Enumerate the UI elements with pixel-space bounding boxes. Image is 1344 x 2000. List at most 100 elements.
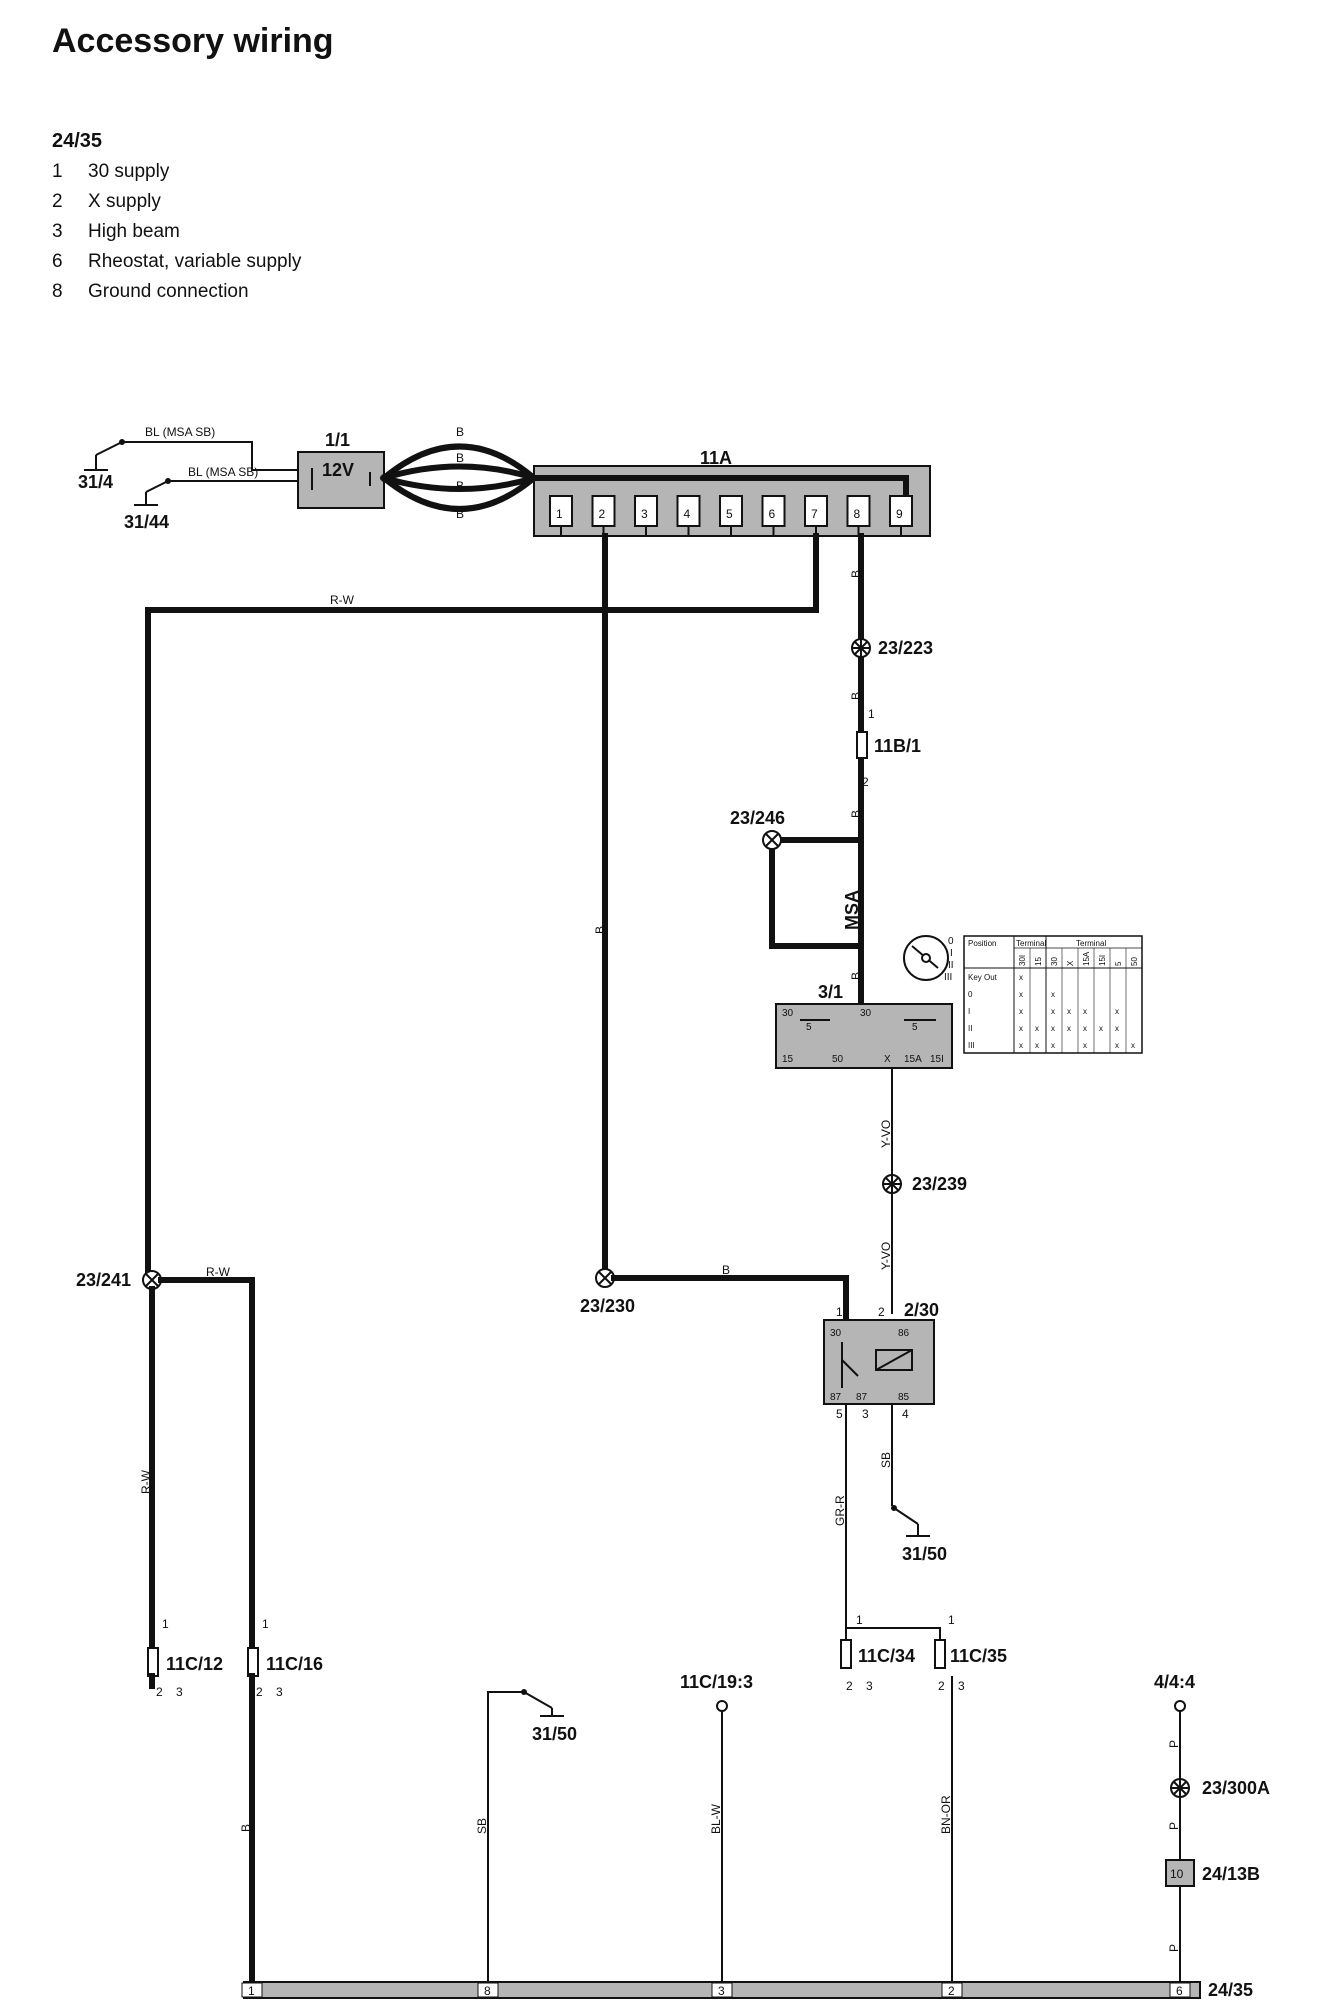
connector-pin: 2 (941, 1982, 963, 1998)
fuse-pin-bottom: 2 (256, 1685, 263, 1699)
table-tick: x (1051, 1007, 1055, 1016)
fuse-pin-top: 1 (856, 1613, 863, 1627)
fuse-pin-top: 1 (868, 707, 875, 721)
key-position: 0 (948, 936, 954, 947)
table-tick: x (1115, 1007, 1119, 1016)
wire-color-label: R-W (330, 593, 355, 607)
table-tick: x (1019, 973, 1023, 982)
fusebox-pin-label: 6 (769, 507, 776, 521)
wire-color-label: SB (475, 1818, 489, 1834)
fusebox-pin-label: 7 (811, 507, 818, 521)
table-tick: x (1051, 990, 1055, 999)
fuse-11b-1: 1 2 11B/1 (856, 707, 921, 789)
fuse-label: 11C/12 (166, 1654, 223, 1674)
relay-2-30: 2/30 1 2 30 86 87 87 85 5 3 4 (823, 1300, 939, 1421)
ground-31-44: 31/44 (124, 478, 171, 532)
splice-label: 23/246 (730, 808, 785, 828)
fusebox-pin: 6 (761, 495, 786, 536)
fuse-pin-bottom: 2 (156, 1685, 163, 1699)
ground-31-50-b: 31/50 (521, 1689, 577, 1744)
wire-color-label: B (456, 451, 464, 465)
ground-label: 31/50 (532, 1724, 577, 1744)
battery-link-wires: B B B B (379, 425, 539, 521)
wire-color-label: BN-OR (939, 1795, 953, 1834)
splice-23-223: 23/223 (851, 638, 933, 658)
battery-voltage: 12V (322, 460, 354, 480)
table-col-header: 15A (1082, 951, 1091, 966)
table-tick: x (1019, 990, 1023, 999)
ign-inner: 5 (912, 1022, 918, 1033)
table-tick: x (1051, 1024, 1055, 1033)
table-row-label: I (968, 1007, 970, 1016)
battery-label: 1/1 (325, 430, 350, 450)
table-tick: x (1115, 1024, 1119, 1033)
ground-label: 31/50 (902, 1544, 947, 1564)
fuse-11c-12: 1 11C/12 2 3 (147, 1617, 223, 1699)
relay-inner: 86 (898, 1328, 910, 1339)
relay-inner: 87 (830, 1392, 842, 1403)
relay-pin: 4 (902, 1407, 909, 1421)
rheostat-24-13b: 10 24/13B (1165, 1859, 1260, 1887)
fuse-pin-bottom: 3 (866, 1679, 873, 1693)
fuse-label: 11C/35 (950, 1646, 1007, 1666)
legend-item-num: 1 (52, 161, 63, 182)
fusebox-pin-label: 8 (854, 507, 861, 521)
table-tick: x (1035, 1041, 1039, 1050)
wire-color-label: SB (879, 1452, 893, 1468)
wire-color-label: BL (MSA SB) (188, 465, 258, 479)
ign-pin: 30 (860, 1008, 872, 1019)
fusebox-pin: 1 (549, 495, 573, 536)
connector-pin: 8 (477, 1982, 499, 1998)
splice-23-246: 23/246 (730, 808, 785, 850)
wire-bl-msa-sb-1 (122, 441, 298, 471)
wire-color-label: B (456, 479, 464, 493)
fuse-11c-35: 1 11C/35 2 3 (934, 1613, 1007, 1693)
rheostat-label: 24/13B (1202, 1864, 1260, 1884)
fuse-11c-34: 1 11C/34 2 3 (840, 1613, 915, 1693)
legend-heading: 24/35 (52, 130, 103, 152)
splice-23-241: 23/241 (76, 1270, 162, 1290)
connector-pin-label: 1 (248, 1984, 255, 1998)
key-position: II (948, 960, 954, 971)
table-tick: x (1019, 1007, 1023, 1016)
legend-item-text: Ground connection (88, 281, 249, 302)
ign-pin: 50 (832, 1054, 844, 1065)
table-row-label: Key Out (968, 973, 998, 982)
ignition-label: 3/1 (818, 982, 843, 1002)
wire-color-label: Y-VO (879, 1120, 893, 1148)
table-col-header: 15 (1034, 957, 1043, 966)
wire-color-label: B (456, 507, 464, 521)
legend-item-num: 3 (52, 221, 63, 242)
fusebox-pin-label: 2 (599, 507, 606, 521)
wire-color-label: BL-W (709, 1803, 723, 1834)
table-header: Position (968, 939, 996, 948)
table-tick: x (1115, 1041, 1119, 1050)
terminal-label: 11C/19:3 (680, 1672, 753, 1692)
wire-color-label: B (849, 570, 863, 578)
splice-23-230: 23/230 (580, 1268, 635, 1316)
wire-color-label: P (1167, 1822, 1181, 1830)
relay-label: 2/30 (904, 1300, 939, 1320)
terminal-11c-19-3: 11C/19:3 (680, 1672, 753, 1712)
fuse-label: 11B/1 (874, 736, 921, 756)
connector-pin-label: 6 (1176, 1984, 1183, 1998)
ign-inner: 5 (806, 1022, 812, 1033)
wire-color-label: P (1167, 1944, 1181, 1952)
table-tick: x (1067, 1007, 1071, 1016)
relay-inner: 85 (898, 1392, 910, 1403)
wire-msa-loop (769, 837, 864, 949)
ignition-key-icon: 0 I II III (903, 935, 954, 983)
fuse-11c-16: 1 11C/16 2 3 (247, 1617, 323, 1699)
fusebox-pin: 7 (804, 495, 828, 536)
wire-color-label: P (1167, 1740, 1181, 1748)
wire-color-label: R-W (139, 1469, 153, 1494)
table-tick: x (1051, 1041, 1055, 1050)
ground-label: 31/44 (124, 512, 169, 532)
fusebox-pin: 8 (846, 495, 871, 536)
fusebox-pin-label: 9 (896, 507, 903, 521)
relay-pin: 5 (836, 1407, 843, 1421)
ignition-switch-3-1: 3/1 30 30 5 5 15 50 X 15A 15I (775, 982, 953, 1069)
